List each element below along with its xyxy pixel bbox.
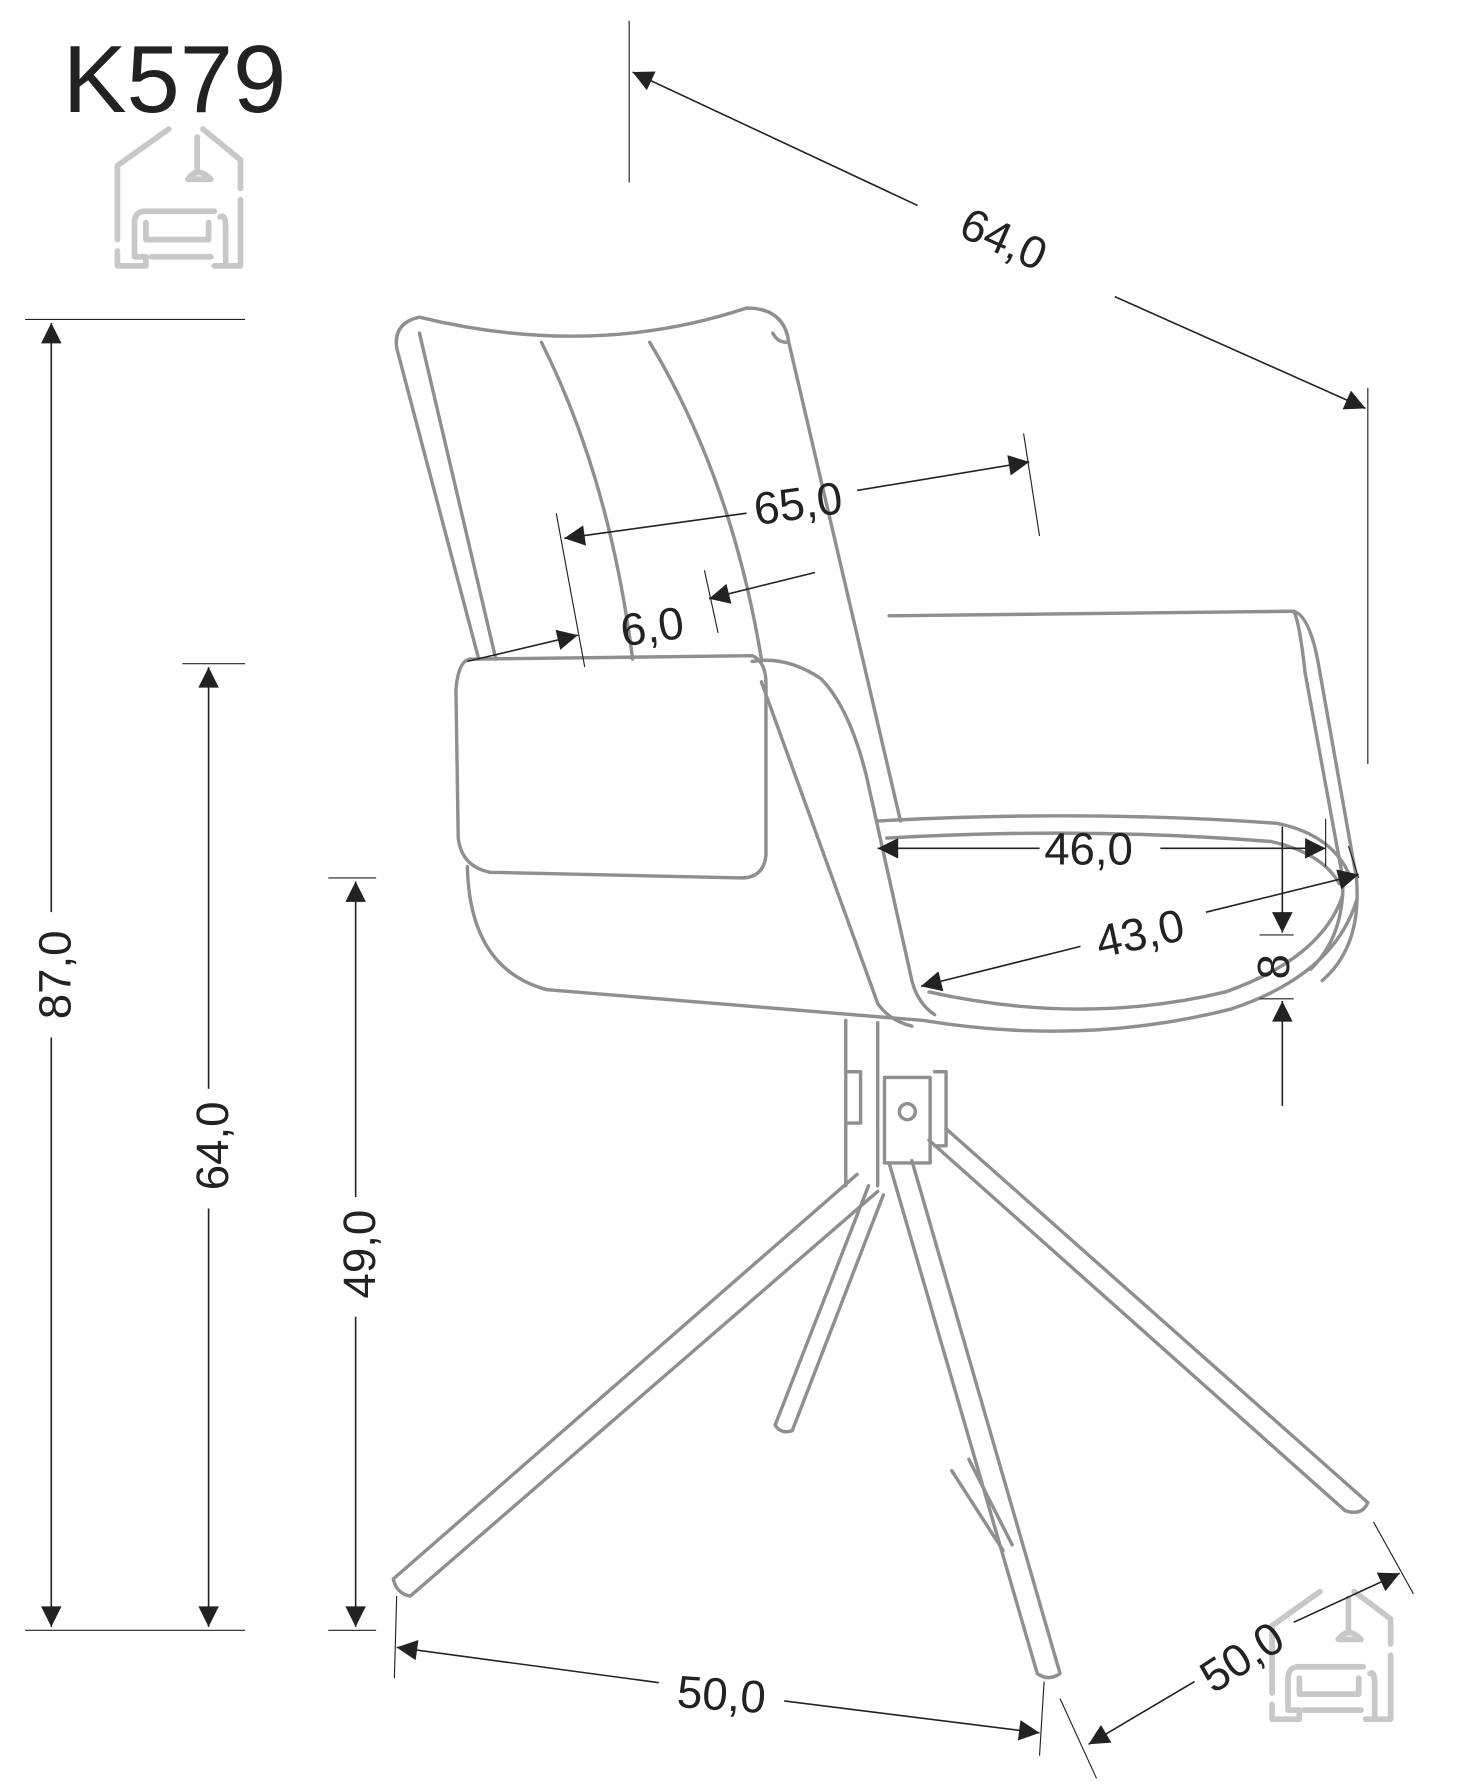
label-armrest-height: 64,0 — [187, 1101, 238, 1190]
label-seat-width: 46,0 — [1044, 823, 1133, 874]
label-backrest-width: 65,0 — [751, 472, 846, 535]
label-seat-cushion: 8 — [1248, 954, 1299, 979]
label-base-depth: 50,0 — [1191, 1612, 1293, 1703]
dimension-lines — [25, 20, 1414, 1779]
label-base-width: 50,0 — [675, 1666, 767, 1723]
model-title: K579 — [63, 26, 287, 133]
label-seat-height: 49,0 — [334, 1210, 385, 1299]
label-backrest-thickness: 6,0 — [617, 597, 687, 656]
label-total-height: 87,0 — [30, 930, 81, 1019]
brand-logo-icon-bottom — [1269, 1588, 1394, 1723]
chair-outline — [391, 306, 1370, 1680]
label-seat-depth: 43,0 — [1091, 899, 1188, 967]
label-depth-top: 64,0 — [953, 198, 1055, 281]
brand-logo-icon — [114, 126, 244, 269]
